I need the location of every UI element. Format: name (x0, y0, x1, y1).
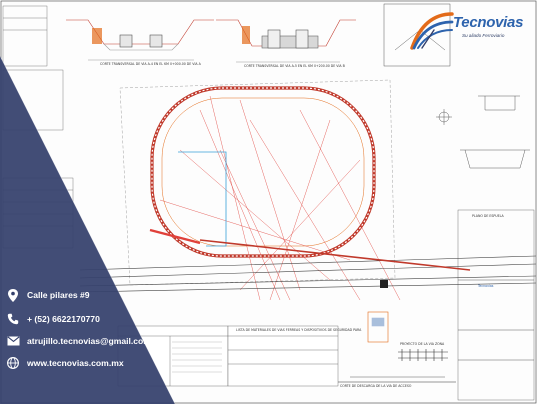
phone-icon (6, 312, 20, 326)
bottom-left-rows (172, 341, 222, 373)
contact-address-text: Calle pilares #9 (27, 290, 90, 300)
contact-email[interactable]: atrujillo.tecnovias@gmail.com (6, 334, 151, 348)
contact-website[interactable]: www.tecnovias.com.mx (6, 356, 124, 370)
notes-title: LISTA DE MATERIALES DE VIAS FERREAS Y DI… (236, 328, 362, 332)
location-pin-icon (6, 288, 20, 302)
detail-caption: PROYECTO DE LA VIA ZONA (400, 342, 445, 346)
track-detail (367, 311, 448, 361)
globe-icon (6, 356, 20, 370)
section-right-caption: CORTE TRANSVERSAL DE VIA A-5 EN EL KM 0+… (244, 64, 345, 68)
brand-name: Tecnovias (453, 14, 524, 31)
building-outline (178, 151, 227, 247)
siding-track (199, 239, 471, 271)
bottom-caption: CORTE DE DESCARGA DE LA VIA DE ACCESO (340, 384, 412, 388)
title-block-label: PLANO DE ESPUELA (472, 214, 504, 218)
signal-marker (380, 280, 388, 288)
contact-phone-text: + (52) 6622170770 (27, 314, 100, 324)
title-block-brand: Tecnovias (478, 284, 494, 288)
site-boundary (119, 79, 396, 286)
contact-address: Calle pilares #9 (6, 288, 90, 302)
contact-phone[interactable]: + (52) 6622170770 (6, 312, 100, 326)
contact-website-text: www.tecnovias.com.mx (27, 358, 124, 368)
cross-section-left (66, 19, 214, 51)
cross-section-right (216, 19, 356, 49)
right-details (383, 3, 535, 401)
section-left-caption: CORTE TRANSVERSAL DE VIA A-4 EN EL KM 0+… (100, 62, 201, 66)
bottom-tables (117, 325, 339, 387)
email-icon (6, 334, 20, 348)
contact-email-text: atrujillo.tecnovias@gmail.com (27, 336, 151, 346)
brand-tagline: Su aliado Ferroviario (462, 33, 505, 38)
